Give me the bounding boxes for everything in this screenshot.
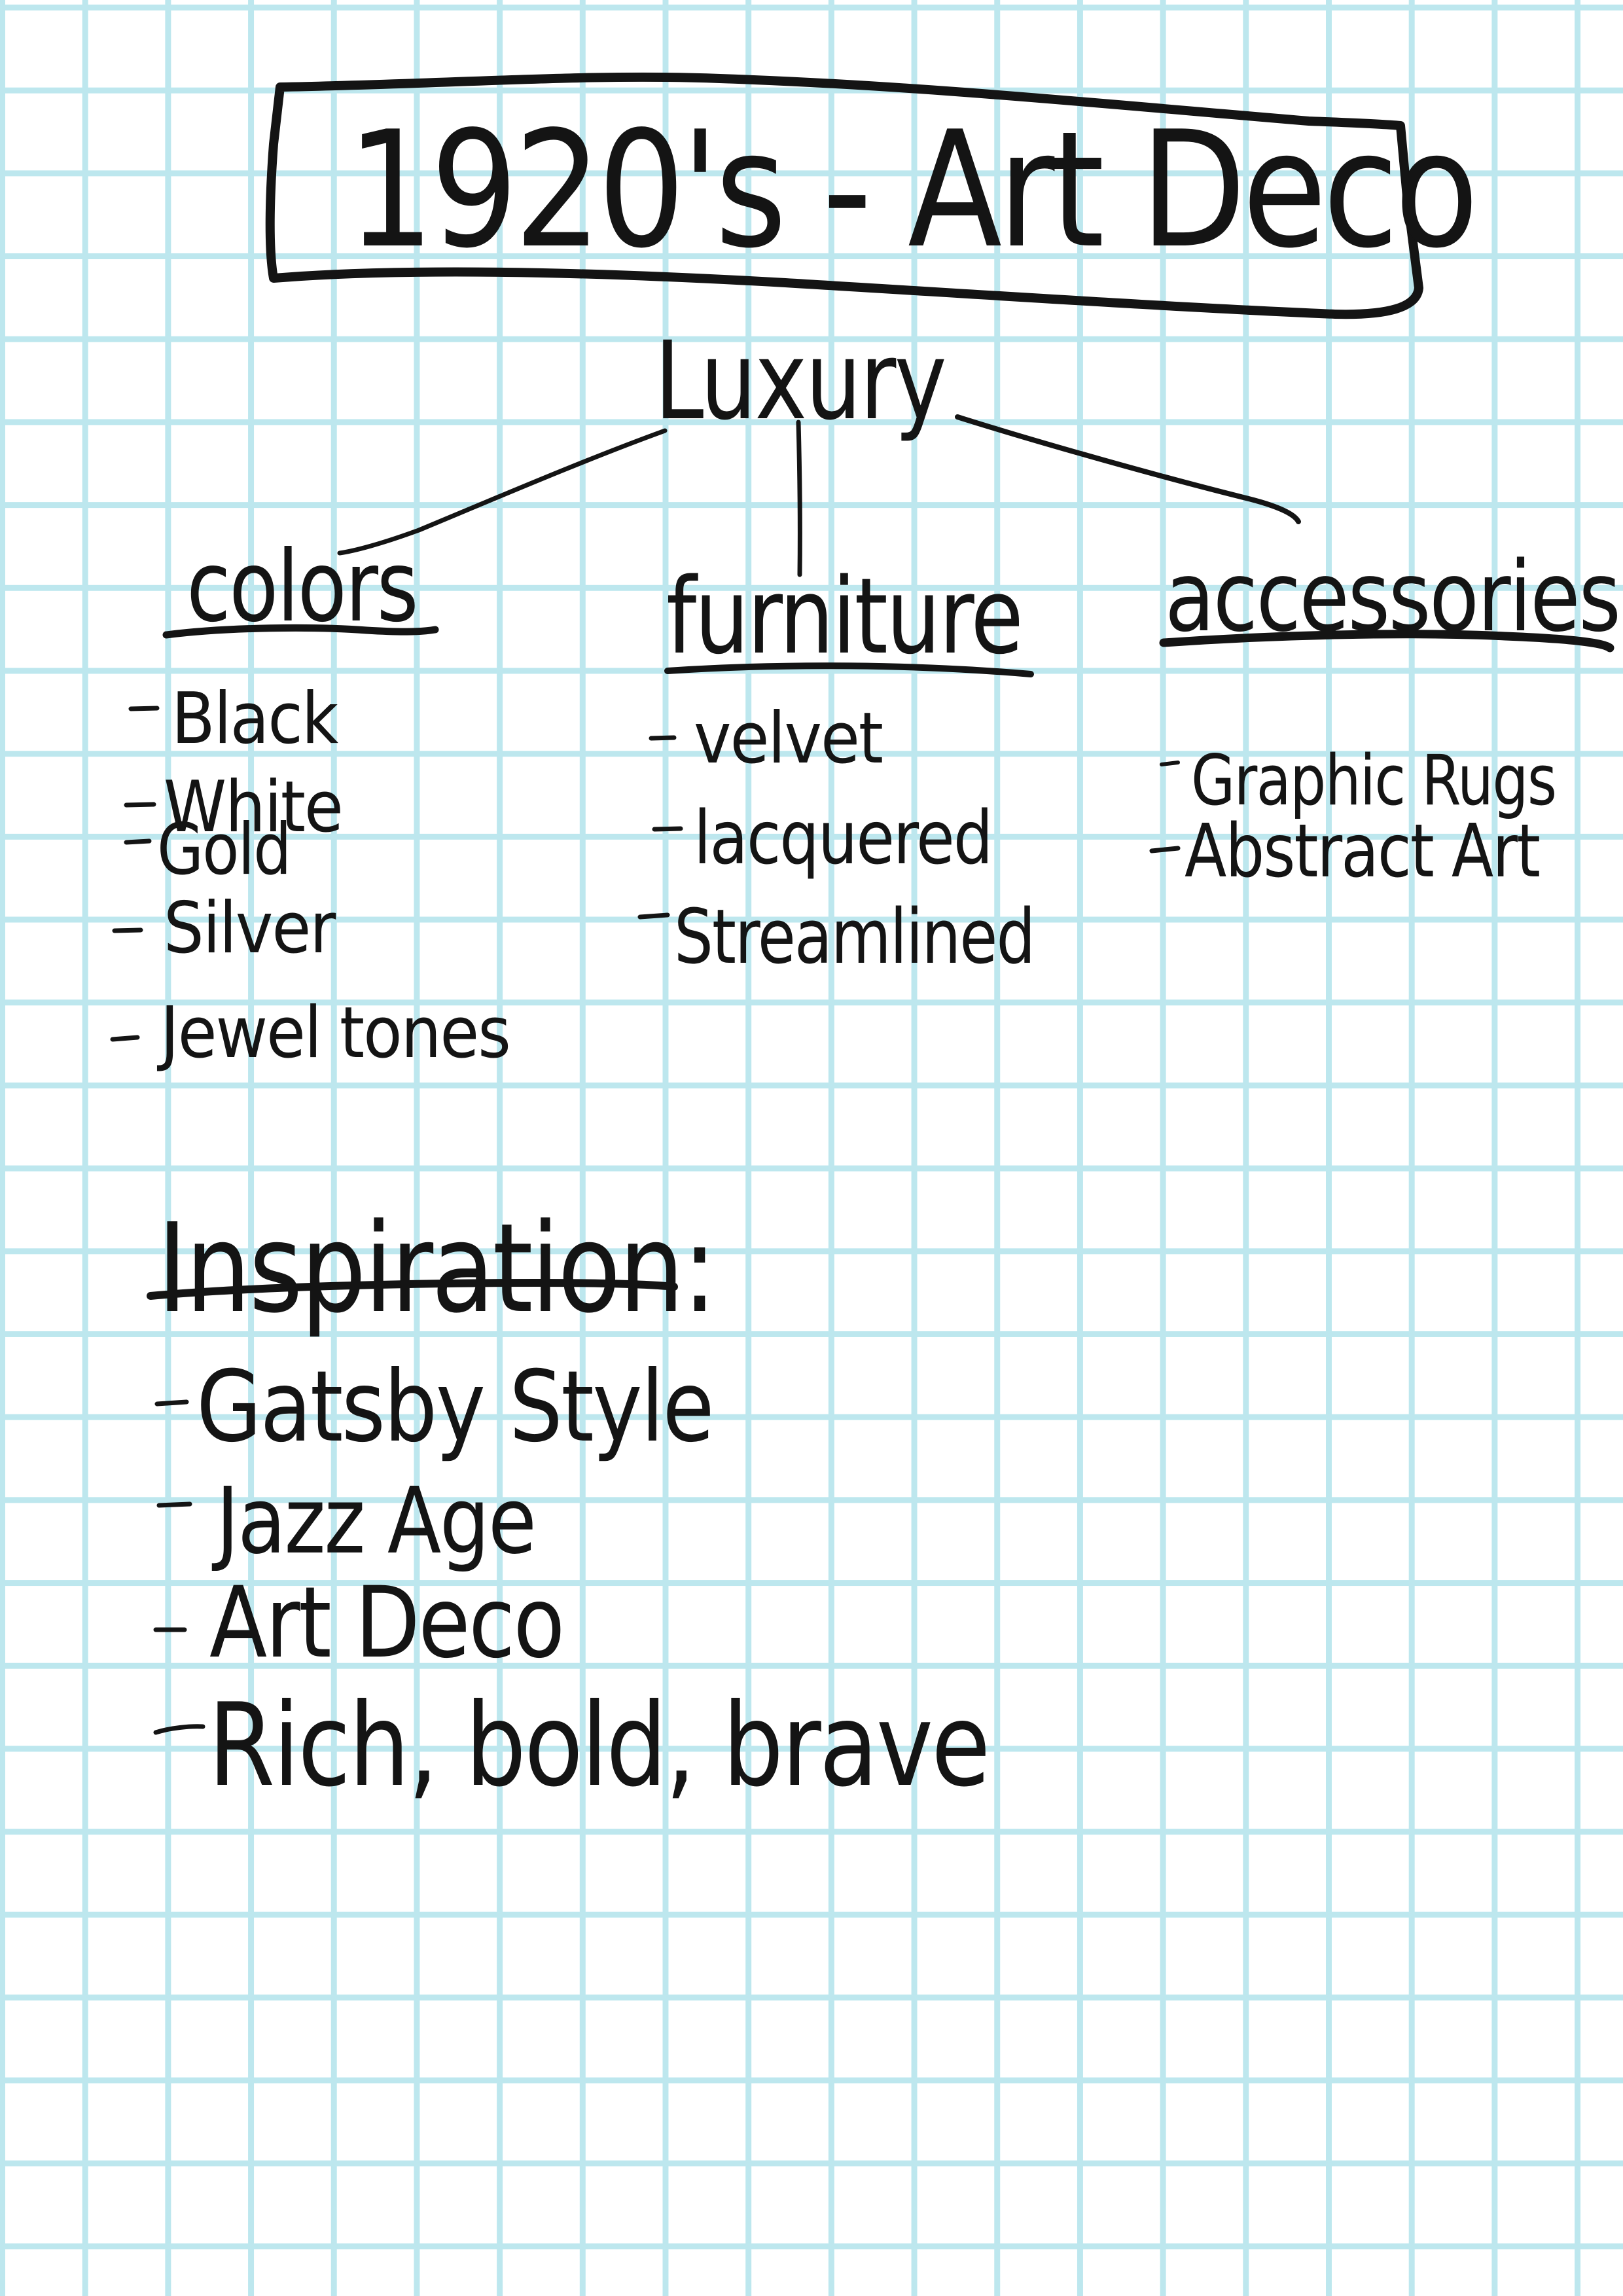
colors-item-gold: Gold [157,809,292,891]
dash-silver [112,927,143,933]
accessories-item-abstract-art: Abstract Art [1185,809,1541,894]
connector-accessories [955,414,1301,524]
inspiration-item-gatsby-style: Gatsby Style [196,1350,715,1464]
branch-heading-colors: colors [187,530,419,644]
inspiration-heading: Inspiration: [157,1197,717,1340]
dash-rich [153,1724,205,1735]
branch-heading-accessories: accessories [1165,541,1621,653]
dash-abstract-art [1149,846,1181,853]
branch-heading-furniture: furniture [666,555,1024,677]
dash-gatsby [154,1399,189,1407]
colors-item-white: White [164,766,344,848]
dash-black [128,706,160,711]
dash-streamlined [637,912,670,920]
furniture-item-velvet: velvet [694,698,883,780]
inspiration-item-jazz-age: Jazz Age [216,1468,537,1575]
dash-gold [124,838,152,845]
inspiration-item-art-deco: Art Deco [209,1566,565,1680]
colors-item-silver: Silver [164,888,336,969]
connector-furniture [796,420,802,577]
mind-map-center-luxury: Luxury [654,318,947,444]
dash-graphic-rugs [1160,761,1180,766]
furniture-item-lacquered: lacquered [694,796,993,881]
dash-jazz [156,1501,192,1508]
dash-jewel [110,1035,140,1042]
inspiration-item-rich-bold-brave: Rich, bold, brave [208,1679,991,1812]
accessories-item-graphic-rugs: Graphic Rugs [1191,740,1557,821]
furniture-item-streamlined: Streamlined [674,893,1035,981]
page-title: 1920's - Art Deco [347,97,1479,283]
colors-item-jewel-tones: Jewel tones [160,992,511,1074]
dash-white [124,802,156,808]
colors-item-black: Black [171,678,338,760]
